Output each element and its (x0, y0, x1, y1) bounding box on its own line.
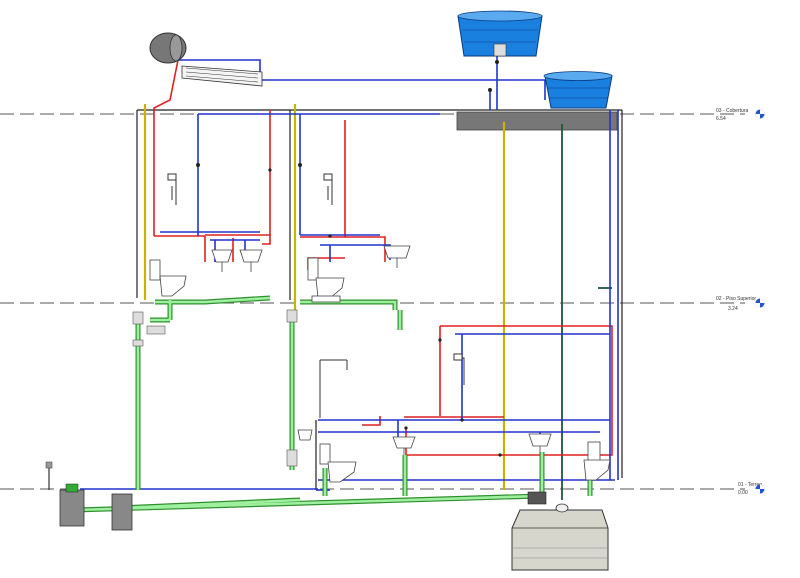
level-elevation: 3.24 (728, 306, 738, 312)
shower-icon (323, 173, 333, 205)
level-name: 02 - Piso Superior (716, 296, 756, 302)
toilet-icon (149, 259, 187, 297)
frame-lines (136, 109, 623, 490)
level-name: 01 - Terreo (738, 482, 762, 488)
water-tank-icon (543, 71, 613, 109)
level-marker-icon (755, 298, 765, 308)
vent-pipes (143, 104, 506, 490)
shower-icon (167, 173, 177, 205)
level-marker-icon (755, 109, 765, 119)
level-marker-icon (755, 484, 765, 494)
toilet-icon (319, 443, 357, 483)
cistern-icon (511, 491, 609, 571)
level-elevation: 6.54 (716, 116, 726, 122)
solar-heater-icon (149, 32, 263, 87)
level-label-cobertura[interactable]: 03 - Cobertura 6.54 (716, 108, 765, 122)
cold-water-pipes (80, 55, 619, 491)
shower-icon (319, 359, 348, 418)
toilet-icon (307, 257, 345, 303)
toilet-icon (583, 441, 611, 481)
pipe-fittings (196, 60, 502, 457)
level-label-piso-superior[interactable]: 02 - Piso Superior 3.24 (716, 296, 765, 312)
sink-icon (211, 245, 552, 455)
level-label-terreo[interactable]: 01 - Terreo 0.00 (738, 482, 765, 496)
water-tank-icon (457, 10, 543, 57)
inspection-box (45, 461, 133, 531)
hot-water-pipes (153, 59, 613, 456)
level-name: 03 - Cobertura (716, 108, 748, 114)
roof-slab (456, 111, 618, 131)
shower-icon (453, 353, 465, 385)
sewer-pipes (74, 295, 593, 513)
drain-pipes (561, 124, 612, 500)
level-elevation: 0.00 (738, 490, 748, 496)
